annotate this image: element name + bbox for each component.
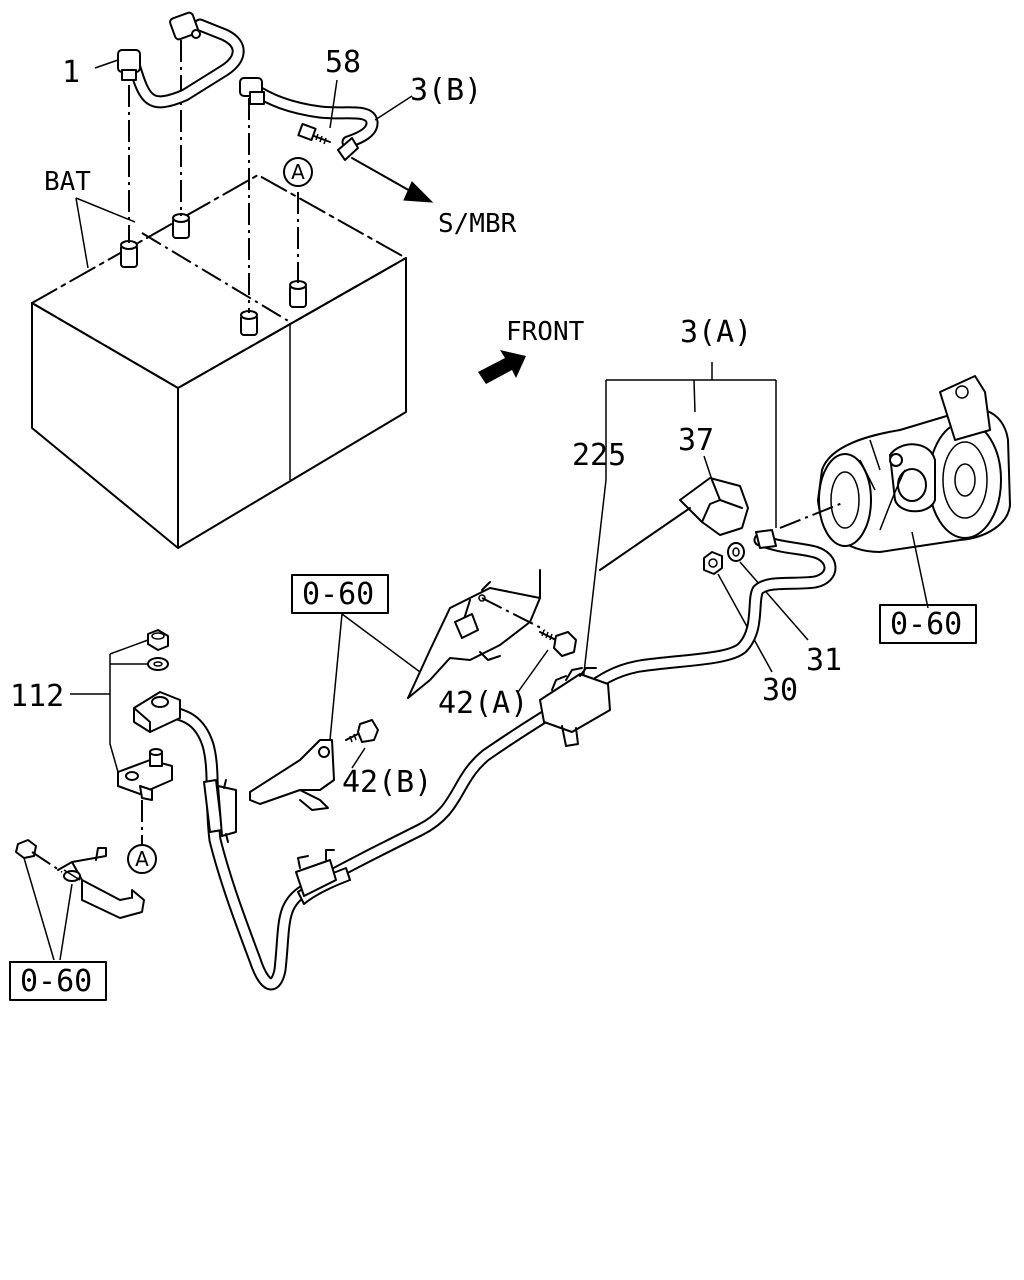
label-part-30: 30 [762,673,798,708]
label-part-3b: 3(B) [410,73,482,108]
label-part-225: 225 [572,438,626,473]
battery [31,174,407,549]
svg-text:A: A [135,847,149,871]
bolt-42a [539,629,577,657]
nut-112 [147,629,169,651]
bracket-lower [249,739,335,811]
label-part-42b: 42(B) [342,765,432,800]
svg-text:0-60: 0-60 [20,964,92,999]
cable-1 [117,11,245,109]
terminal-clamp-upper [133,691,181,733]
svg-text:0-60: 0-60 [890,607,962,642]
battery-terminal [120,240,138,268]
label-part-58: 58 [325,45,361,80]
label-part-31: 31 [806,643,842,678]
label-part-37: 37 [678,423,714,458]
svg-text:A: A [291,160,305,184]
nut-30 [703,551,723,575]
bolt-58 [297,122,331,145]
label-front: FRONT [506,317,585,347]
washer-31 [727,542,745,562]
label-part-3a: 3(A) [680,315,752,350]
battery-terminal [172,213,190,239]
svg-text:0-60: 0-60 [302,577,374,612]
ref-marker-a: A [283,157,313,187]
washer-112 [147,657,169,671]
cable-clip [217,779,237,843]
battery-terminal [289,280,307,308]
ref-box-0-60-right: 0-60 [879,604,977,644]
cable-clip [295,849,337,897]
bolt-bottom-left [15,839,63,873]
label-s-mbr: S/MBR [438,209,517,239]
label-part-1: 1 [62,55,80,90]
terminal-clamp-lower [117,748,173,801]
label-part-112: 112 [10,679,64,714]
battery-terminal [240,310,258,336]
ref-box-0-60-top: 0-60 [291,574,389,614]
starter-motor [817,375,1011,553]
label-part-42a: 42(A) [438,686,528,721]
ref-marker-a: A [127,844,157,874]
ground-bracket [57,847,145,919]
bracket-upper [407,569,541,699]
terminal-cover-37 [599,477,749,571]
ref-box-0-60-bottom: 0-60 [9,961,107,1001]
cable-clip [539,667,611,747]
label-bat: BAT [44,167,91,197]
front-arrow-icon [478,350,526,384]
cable-3b [239,77,379,161]
bolt-42b [345,719,379,743]
